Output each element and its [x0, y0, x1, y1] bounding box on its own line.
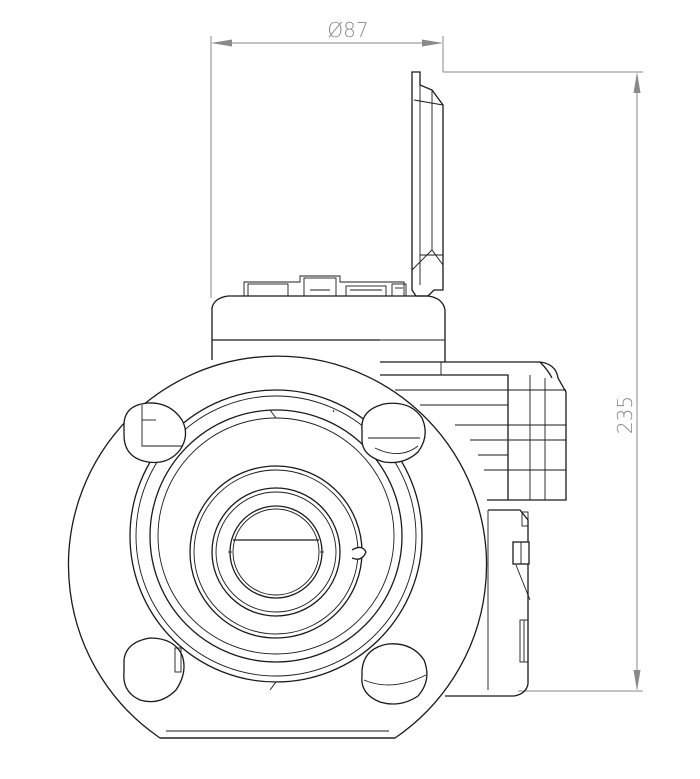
diameter-arrow-left	[211, 39, 232, 47]
diameter-label: Ø87	[327, 18, 368, 42]
reference-mark	[332, 409, 335, 413]
height-label: 235	[613, 396, 637, 434]
height-arrow-bottom	[633, 670, 641, 691]
bolt-hole-top-right	[361, 402, 426, 464]
rear-housing	[380, 361, 567, 697]
bolt-holes	[123, 402, 428, 705]
upright-lever	[411, 71, 444, 297]
central-bore	[189, 465, 367, 639]
diameter-arrow-right	[422, 39, 443, 47]
bolt-hole-bottom-left	[123, 637, 185, 703]
top-head	[211, 275, 446, 362]
height-dimension: 235	[443, 71, 643, 692]
height-arrow-top	[633, 72, 641, 93]
diameter-dimension: Ø87	[210, 18, 444, 298]
bolt-hole-bottom-right	[361, 643, 428, 705]
bolt-hole-top-left	[123, 402, 187, 464]
